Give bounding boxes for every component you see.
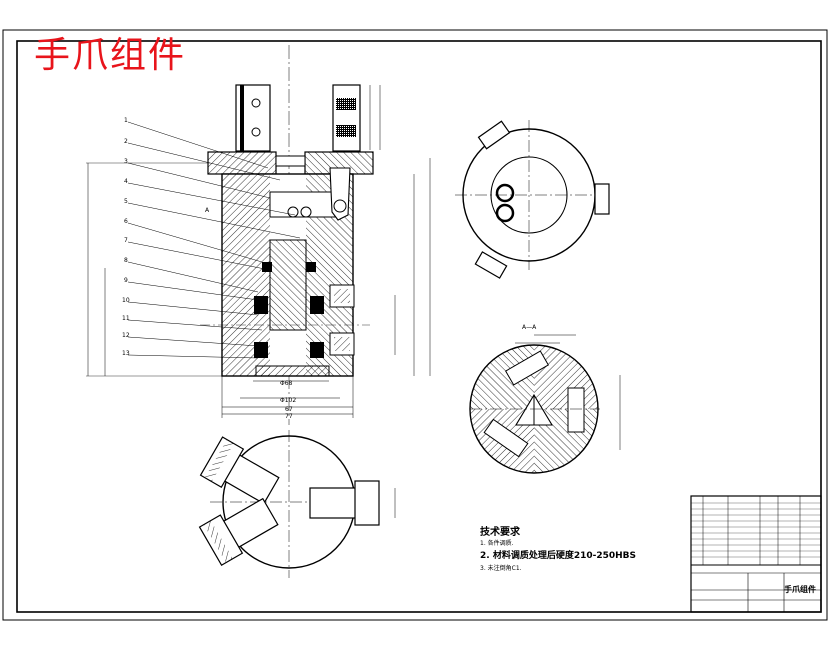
tech-heading: 技术要求 [480, 527, 520, 538]
view-label: A [205, 207, 210, 214]
dim-d1: Φ68 [280, 380, 293, 387]
title-block-part-name: 手爪组件 [784, 585, 816, 594]
top-view [198, 430, 396, 578]
part-number: 10 [122, 297, 130, 304]
end-view [455, 120, 610, 279]
tech-item: 3. 未注倒角C1. [480, 565, 522, 572]
main-section-view [86, 45, 431, 425]
part-number: 2 [124, 138, 128, 145]
part-number: 8 [124, 257, 128, 264]
part-number: 5 [124, 198, 128, 205]
section-a-a-view [469, 334, 621, 474]
part-number: 7 [124, 237, 128, 244]
technical-requirements: 技术要求 1. 各件调质. 2. 材料调质处理后硬度210-250HBS 3. … [480, 523, 636, 575]
part-number: 1 [124, 117, 128, 124]
part-number: 3 [124, 158, 128, 165]
part-number: 12 [122, 332, 130, 339]
part-number: 11 [122, 315, 130, 322]
dim-w1: 67 [285, 406, 293, 413]
tech-item: 1. 各件调质. [480, 540, 514, 547]
inner-frame [16, 40, 822, 613]
outer-frame [2, 29, 828, 621]
drawing-title: 手爪组件 [34, 35, 187, 76]
part-number-labels: 1 2 3 4 5 6 7 8 9 10 11 12 13 [122, 117, 130, 357]
part-number: 6 [124, 218, 128, 225]
part-number: 9 [124, 277, 128, 284]
title-block [690, 495, 822, 613]
part-number: 13 [122, 350, 130, 357]
tech-item: 2. 材料调质处理后硬度210-250HBS [480, 551, 636, 561]
section-label: A—A [522, 324, 537, 331]
dimension-labels: Φ68 Φ102 67 77 A—A A [205, 207, 537, 420]
dim-w2: 77 [285, 413, 293, 420]
dim-d2: Φ102 [280, 397, 296, 404]
leader-lines [127, 121, 301, 359]
part-number: 4 [124, 178, 128, 185]
